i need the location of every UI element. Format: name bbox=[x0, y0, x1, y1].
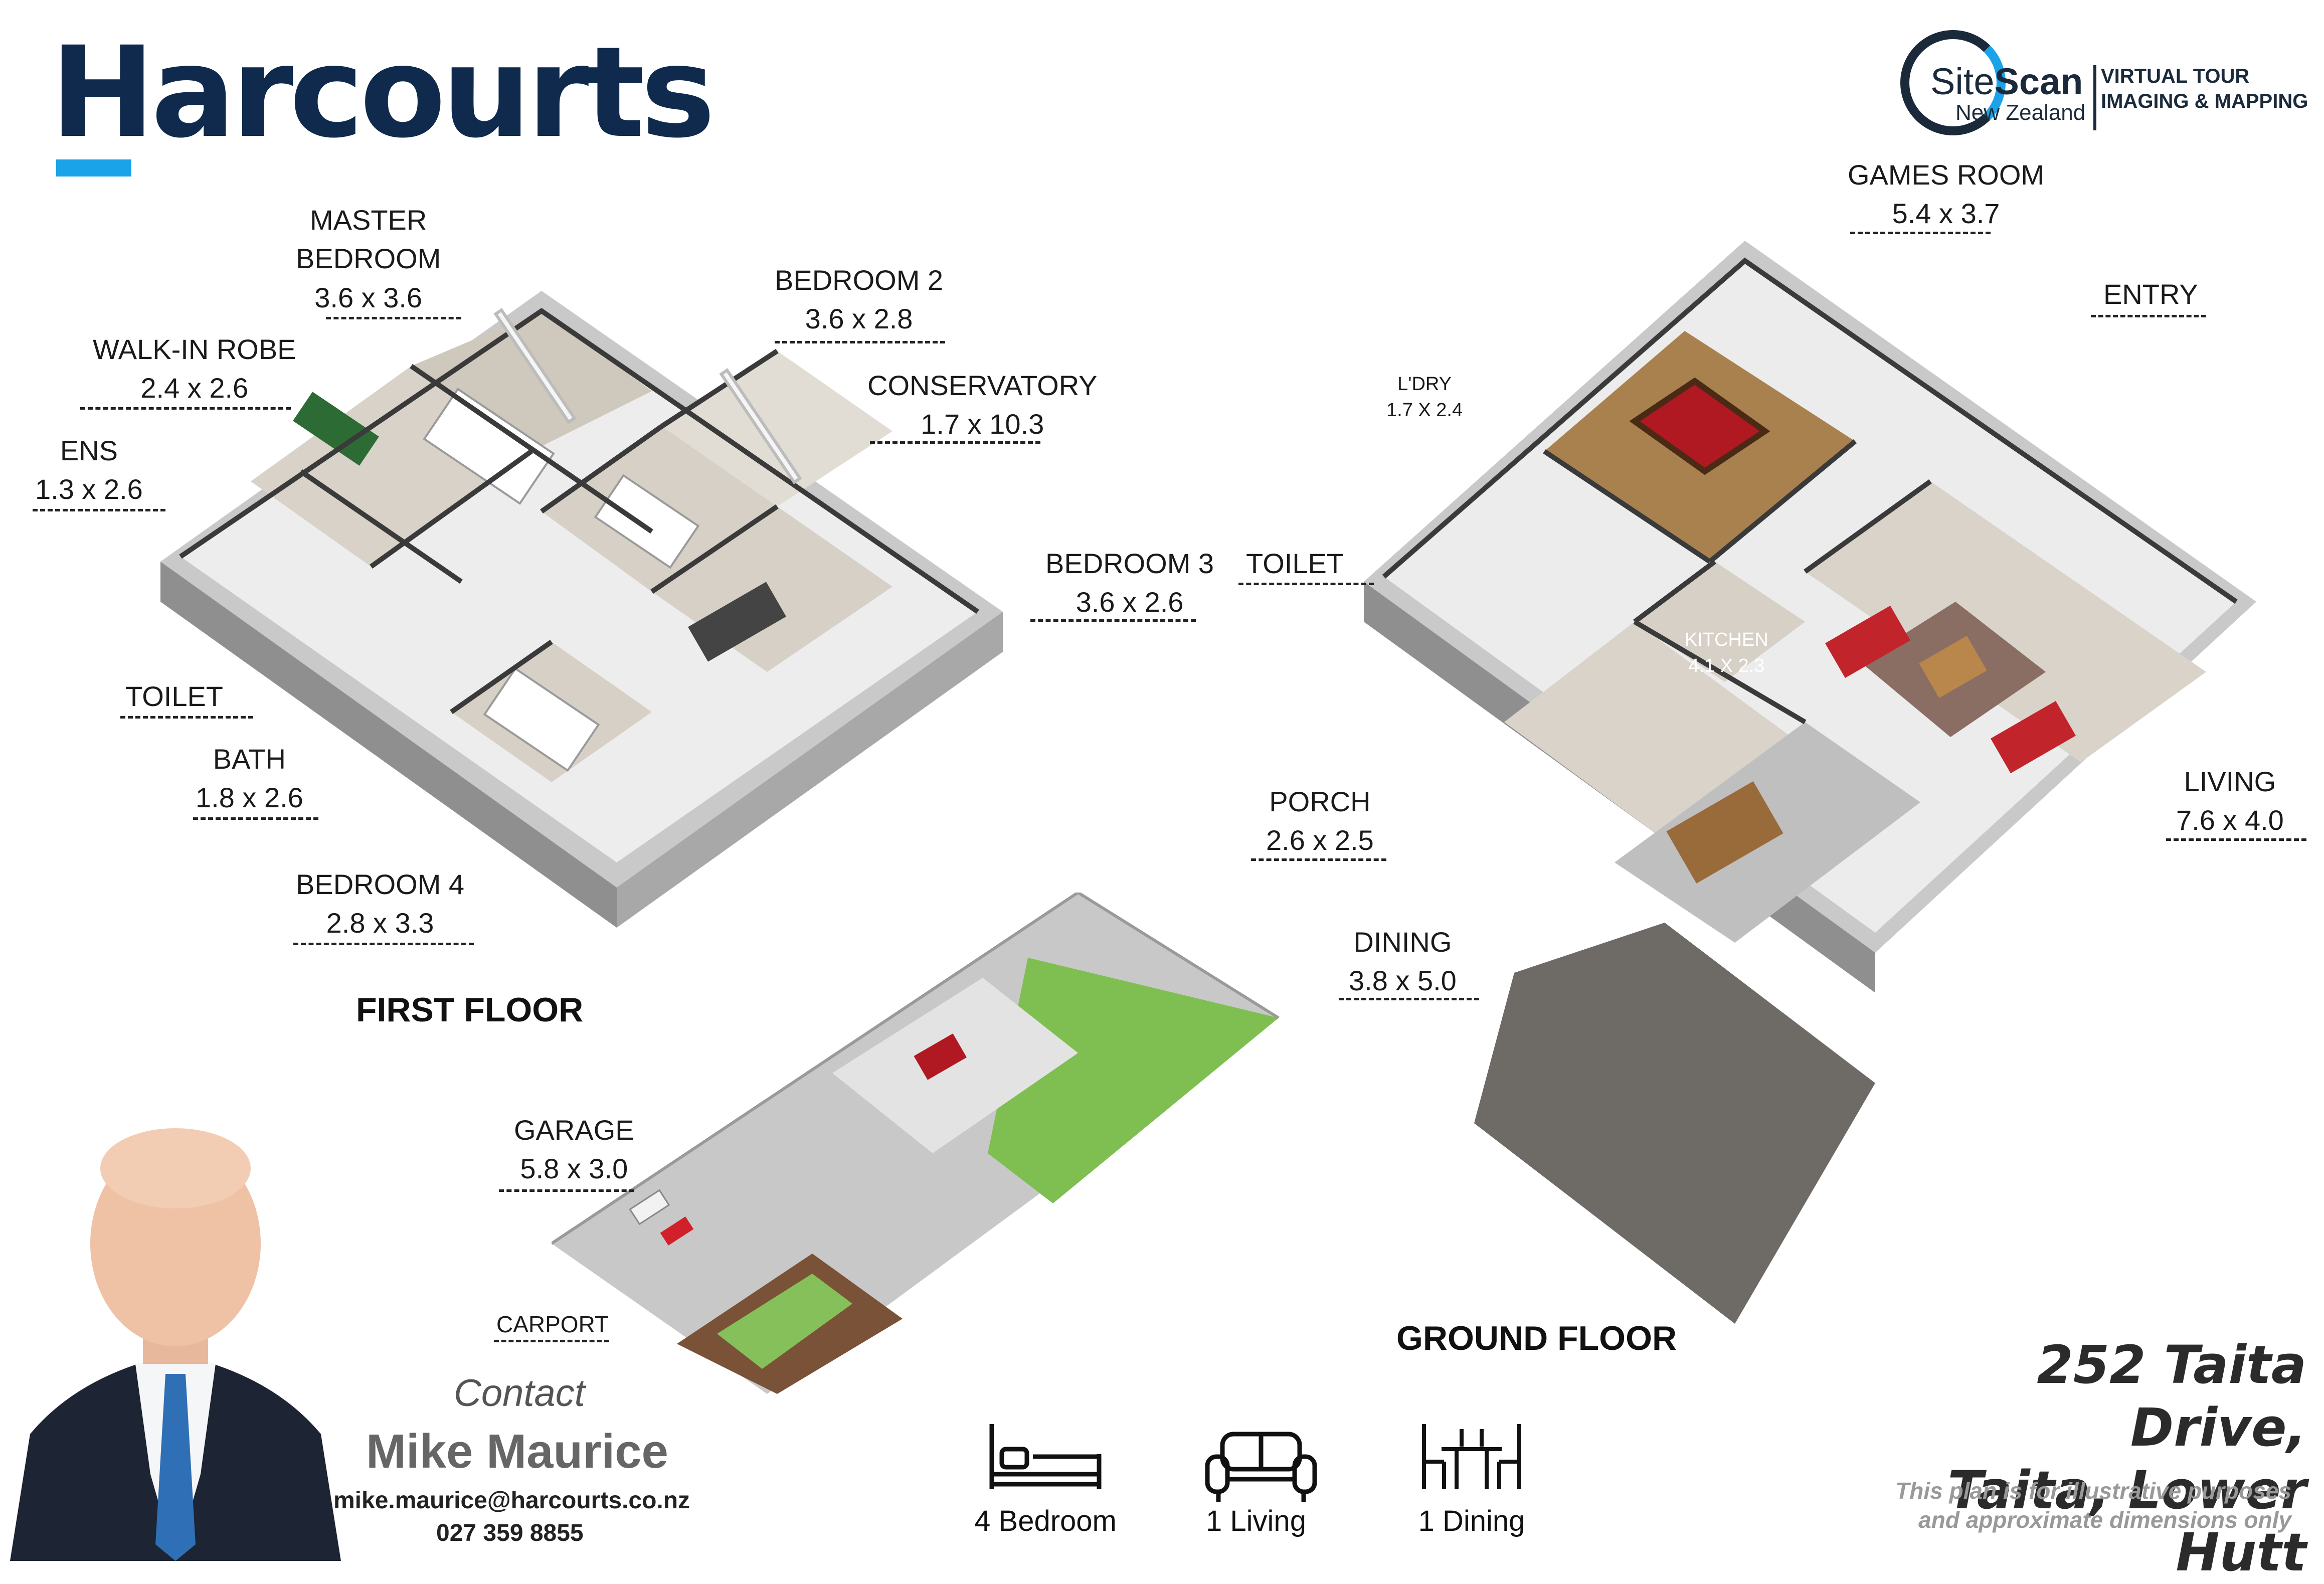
room-label-bath: BATH 1.8 x 2.6 bbox=[196, 743, 303, 814]
harcourts-logo: Harcourts bbox=[50, 20, 716, 165]
agent-phone[interactable]: 027 359 8855 bbox=[436, 1520, 584, 1546]
room-label-ensuite: ENS 1.3 x 2.6 bbox=[35, 435, 143, 505]
room-label-master-bedroom: MASTER BEDROOM 3.6 x 3.6 bbox=[296, 204, 441, 313]
room-label-games-room: GAMES ROOM 5.4 x 3.7 bbox=[1848, 159, 2045, 230]
ground-floor-title: GROUND FLOOR bbox=[1396, 1319, 1677, 1357]
room-label-walk-in-robe: WALK-IN ROBE 2.4 x 2.6 bbox=[93, 333, 296, 404]
contact-label: Contact bbox=[454, 1372, 585, 1415]
room-label-entry: ENTRY bbox=[2103, 278, 2198, 310]
disclaimer: This plan is for illustrative purposes a… bbox=[1895, 1478, 2291, 1533]
room-label-garage: GARAGE 5.8 x 3.0 bbox=[514, 1114, 634, 1185]
property-address: 252 Taita Drive, Taita, Lower Hutt bbox=[1947, 1334, 2306, 1583]
room-label-toilet-ground: TOILET bbox=[1246, 548, 1344, 579]
room-label-kitchen: KITCHEN 4.1 X 2.3 bbox=[1685, 629, 1768, 677]
living-count: 1 Living bbox=[1206, 1505, 1306, 1537]
room-label-bedroom-3: BEDROOM 3 3.6 x 2.6 bbox=[1045, 548, 1214, 618]
first-floor-title: FIRST FLOOR bbox=[356, 991, 584, 1029]
room-label-carport: CARPORT bbox=[496, 1311, 609, 1337]
dining-count: 1 Dining bbox=[1418, 1505, 1525, 1537]
sitescan-logo: SiteScan New Zealand VIRTUAL TOUR IMAGIN… bbox=[1900, 30, 2308, 135]
room-label-bedroom-4: BEDROOM 4 2.8 x 3.3 bbox=[296, 868, 465, 939]
ground-floor-plan bbox=[1364, 241, 2256, 1324]
sitescan-divider bbox=[2093, 65, 2096, 130]
room-label-toilet-first: TOILET bbox=[125, 680, 224, 712]
room-label-conservatory: CONSERVATORY 1.7 x 10.3 bbox=[867, 370, 1098, 440]
sitescan-wordmark: SiteScan bbox=[1930, 61, 2083, 102]
sitescan-tagline-1: VIRTUAL TOUR bbox=[2101, 65, 2250, 87]
agent-email[interactable]: mike.maurice@harcourts.co.nz bbox=[333, 1487, 690, 1514]
first-floor-plan bbox=[160, 291, 1003, 928]
sitescan-tagline-2: IMAGING & MAPPING bbox=[2101, 90, 2308, 112]
sofa-icon bbox=[1205, 1432, 1317, 1502]
room-label-porch: PORCH 2.6 x 2.5 bbox=[1266, 786, 1374, 856]
bedroom-count: 4 Bedroom bbox=[974, 1505, 1117, 1537]
room-label-living: LIVING 7.6 x 4.0 bbox=[2176, 766, 2284, 836]
room-label-bedroom-2: BEDROOM 2 3.6 x 2.8 bbox=[775, 264, 944, 335]
bed-icon bbox=[989, 1424, 1102, 1489]
agent-name: Mike Maurice bbox=[366, 1425, 668, 1478]
sitescan-region: New Zealand bbox=[1955, 100, 2086, 125]
agent-photo bbox=[10, 1128, 341, 1561]
room-label-dining: DINING 3.8 x 5.0 bbox=[1349, 926, 1457, 997]
dining-icon bbox=[1422, 1424, 1521, 1489]
logo-accent-bar bbox=[56, 159, 131, 177]
room-label-laundry: L'DRY 1.7 X 2.4 bbox=[1386, 374, 1463, 421]
site-plan bbox=[552, 893, 1280, 1394]
